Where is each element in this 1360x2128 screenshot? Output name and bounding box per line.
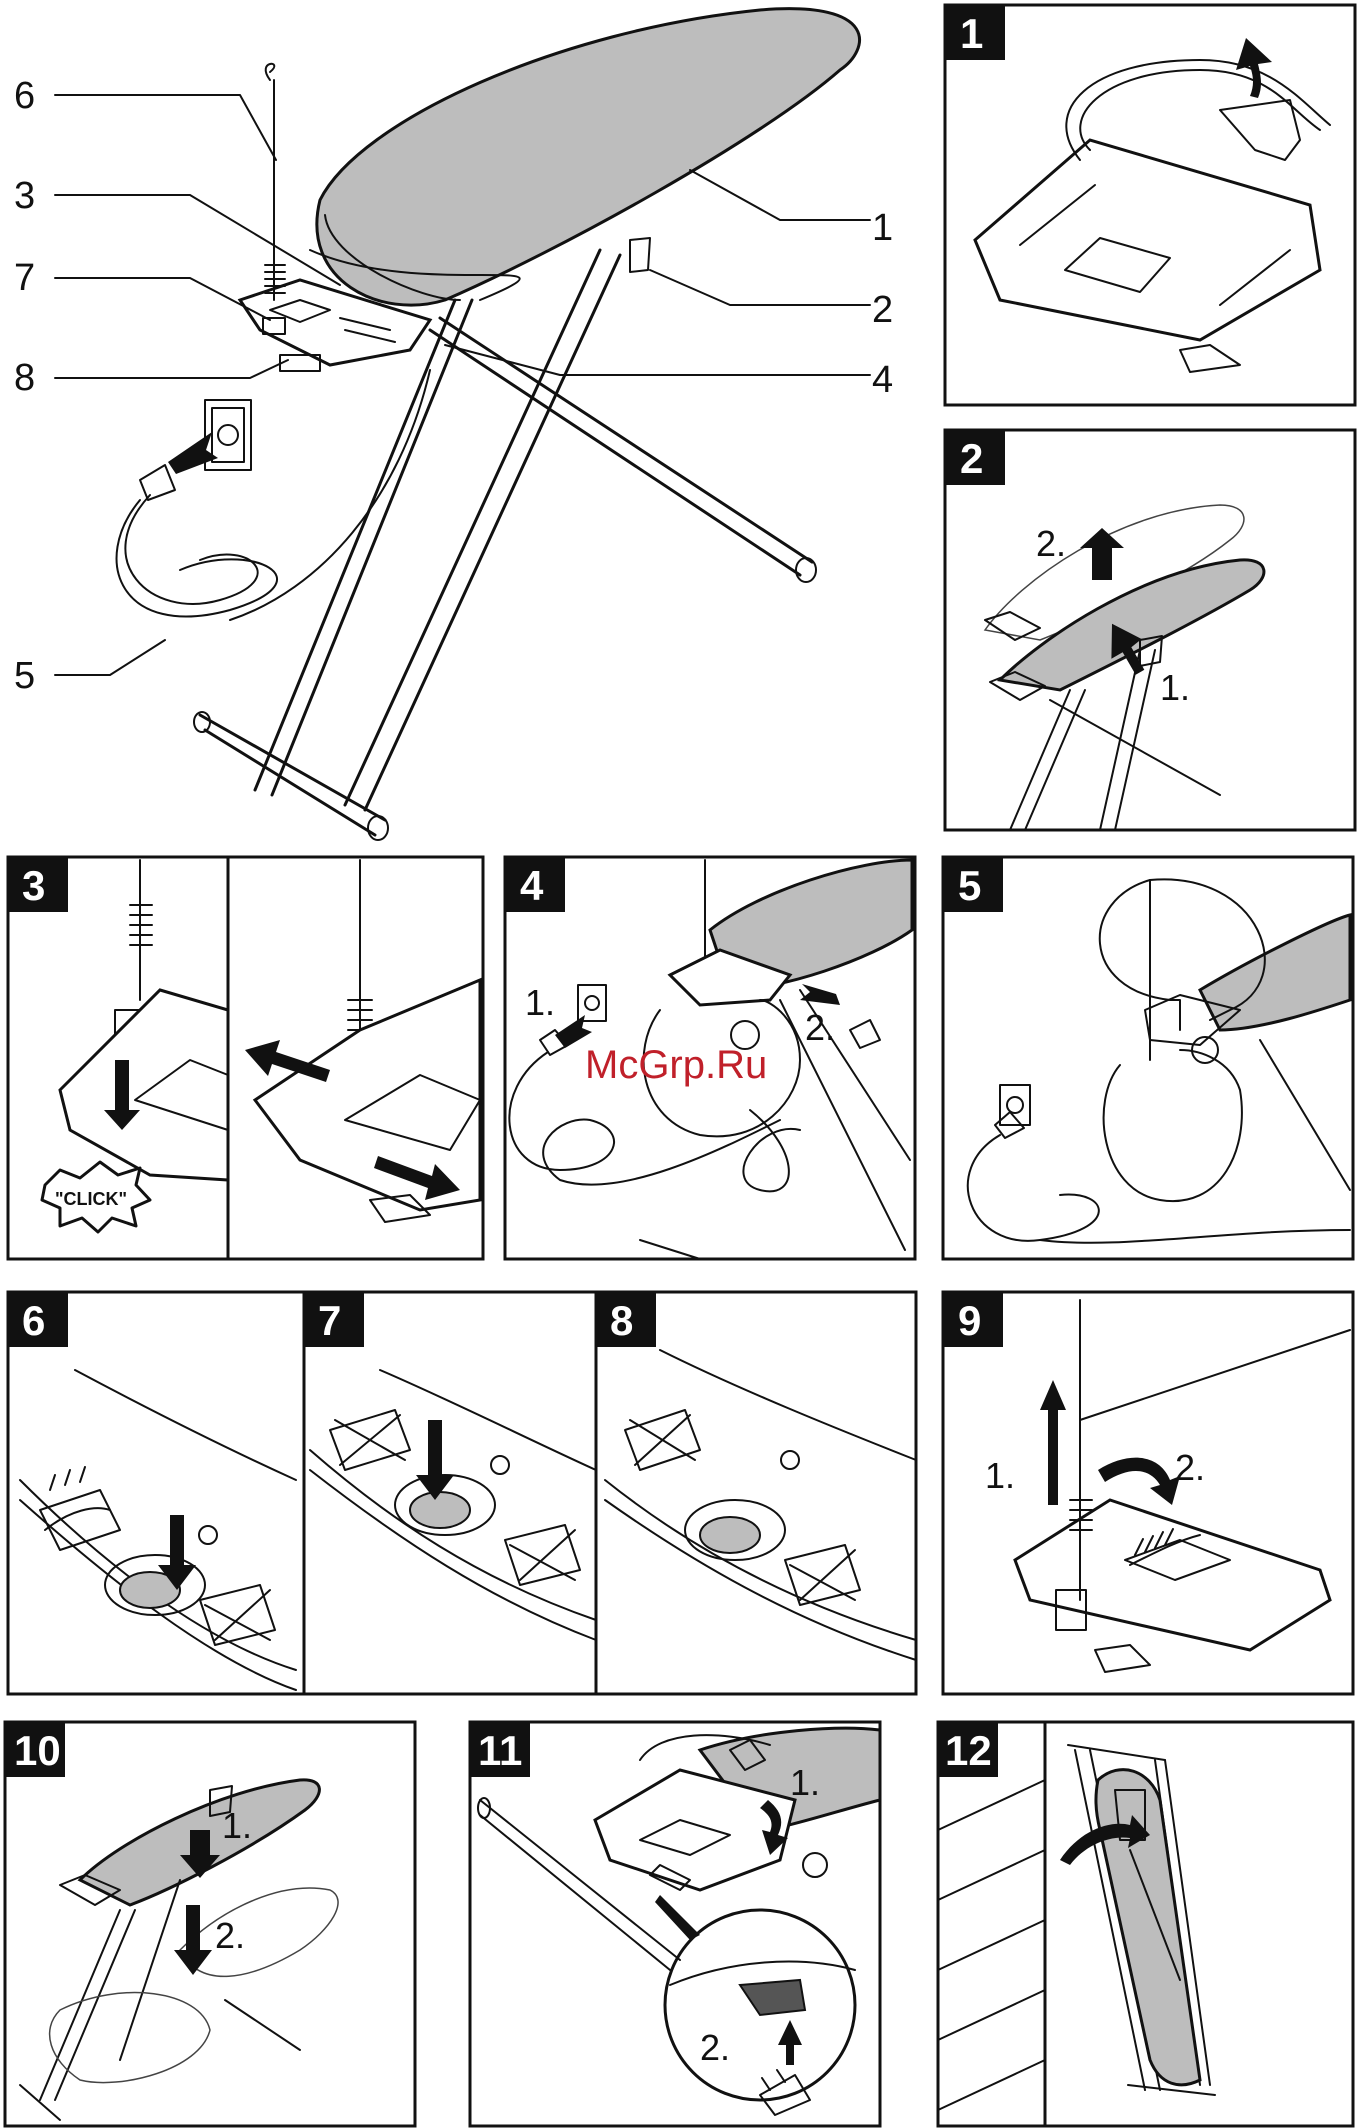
callout-6: 6 bbox=[14, 75, 35, 117]
panel-3-number: 3 bbox=[22, 862, 45, 909]
panel-8: 8 bbox=[596, 1292, 916, 1694]
panel-11-step-1: 1. bbox=[790, 1762, 820, 1803]
callout-3: 3 bbox=[14, 175, 35, 217]
callout-7: 7 bbox=[14, 257, 35, 299]
panel-1: 1 bbox=[945, 5, 1355, 405]
panel-9: 9 1. 2. bbox=[943, 1292, 1353, 1694]
panel-2-step-1: 1. bbox=[1160, 667, 1190, 708]
panel-7: 7 bbox=[304, 1292, 596, 1694]
panel-6: 6 bbox=[8, 1292, 304, 1694]
panel-9-step-2: 2. bbox=[1175, 1447, 1205, 1488]
panel-10-step-2: 2. bbox=[215, 1915, 245, 1956]
panel-10-step-1: 1. bbox=[222, 1805, 252, 1846]
watermark: McGrp.Ru bbox=[585, 1043, 767, 1087]
panel-11-step-2: 2. bbox=[700, 2027, 730, 2068]
panel-10: 10 1. 2. bbox=[5, 1722, 415, 2126]
panel-6-number: 6 bbox=[22, 1297, 45, 1344]
panel-4-step-1: 1. bbox=[525, 982, 555, 1023]
callout-5: 5 bbox=[14, 655, 35, 697]
callout-4: 4 bbox=[872, 359, 893, 401]
callout-1: 1 bbox=[872, 207, 893, 249]
panel-12-number: 12 bbox=[945, 1727, 992, 1774]
panel-10-number: 10 bbox=[14, 1727, 61, 1774]
panel-5: 5 bbox=[943, 857, 1353, 1259]
panel-2-number: 2 bbox=[960, 435, 983, 482]
panel-7-number: 7 bbox=[318, 1297, 341, 1344]
panel-2-step-2: 2. bbox=[1036, 523, 1066, 564]
panel-8-number: 8 bbox=[610, 1297, 633, 1344]
panel-11: 11 1. 2. bbox=[470, 1722, 880, 2126]
panel-4: 4 1. 2. McGrp.Ru bbox=[505, 857, 915, 1259]
panel-11-number: 11 bbox=[478, 1727, 522, 1774]
panel-1-number: 1 bbox=[960, 10, 983, 57]
panel-9-number: 9 bbox=[958, 1297, 981, 1344]
click-label: "CLICK" bbox=[55, 1189, 127, 1209]
callout-8: 8 bbox=[14, 357, 35, 399]
overview-illustration: 6 3 7 8 5 1 2 4 bbox=[14, 9, 893, 840]
panel-4-step-2: 2. bbox=[805, 1007, 835, 1048]
panel-9-step-1: 1. bbox=[985, 1455, 1015, 1496]
panel-3: 3 "CLICK" bbox=[8, 857, 483, 1259]
panel-2: 2 2. 1. bbox=[945, 430, 1355, 830]
panel-4-number: 4 bbox=[520, 862, 544, 909]
panel-12: 12 bbox=[938, 1722, 1353, 2126]
panel-5-number: 5 bbox=[958, 862, 981, 909]
callout-2: 2 bbox=[872, 289, 893, 331]
